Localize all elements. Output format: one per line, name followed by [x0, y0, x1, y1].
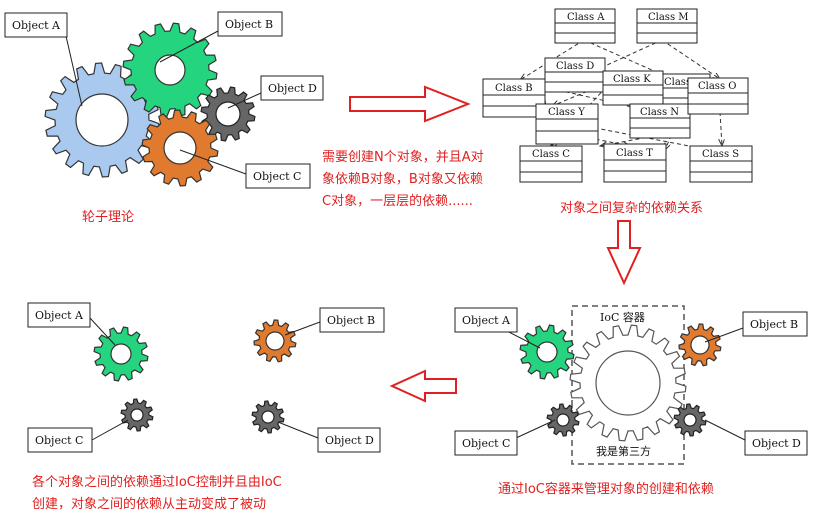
svg-text:Object D: Object D	[325, 434, 374, 447]
svg-text:Class S: Class S	[702, 149, 739, 160]
class-o-box: Class O	[687, 77, 749, 115]
svg-text:Class C: Class C	[532, 149, 570, 160]
class-m-box: Class M	[636, 8, 698, 44]
arrow-down	[606, 220, 642, 286]
object-d-label: Object D	[268, 82, 317, 95]
g4d-hole	[261, 410, 275, 424]
ioc-object-c-box: Object C	[454, 430, 518, 456]
g3ioc-hole	[595, 350, 661, 416]
svg-text:Class O: Class O	[698, 81, 736, 92]
panel-ioc-container: IoC 容器 我是第三方 Object A Object B Object C …	[454, 305, 808, 465]
decoupled-leader-lines	[89, 317, 321, 441]
gear-a-small	[93, 326, 149, 382]
svg-text:Class Y: Class Y	[548, 107, 585, 118]
g4b-hole	[265, 331, 285, 351]
svg-text:Class T: Class T	[616, 148, 653, 159]
decoupled-object-d-box: Object D	[317, 427, 381, 453]
ioc-leader-lines	[504, 327, 746, 441]
svg-text:Object B: Object B	[750, 318, 798, 331]
panel-class-dependencies: Class A Class M Class D Class E Class K …	[482, 8, 753, 183]
arrow-right	[349, 85, 471, 123]
caption-problem-line2: 象依赖B对象，B对象又依赖	[322, 172, 483, 187]
g1d-hole	[215, 101, 241, 127]
gear-c-small	[120, 398, 154, 432]
class-y-box: Class Y	[535, 103, 599, 145]
class-t-box: Class T	[603, 143, 667, 183]
decoupled-object-b-box: Object B	[319, 307, 385, 333]
ioc-title: IoC 容器	[600, 310, 645, 324]
ioc-object-d-box: Object D	[744, 430, 808, 456]
g3b-hole	[690, 335, 710, 355]
svg-text:Class M: Class M	[648, 12, 689, 23]
ioc-big-gear	[569, 324, 687, 442]
panel-decoupled: Object A Object B Object C Object D	[27, 302, 385, 453]
arrow-left	[389, 369, 457, 403]
g3d-hole	[683, 413, 697, 427]
svg-text:Class A: Class A	[567, 12, 605, 23]
decoupled-object-a-box: Object A	[27, 302, 91, 328]
gear-d-ioc	[673, 403, 707, 437]
svg-text:Class D: Class D	[556, 61, 594, 72]
caption-gear-theory: 轮子理论	[82, 210, 135, 225]
panel-gear-theory: Object A Object B Object D Object C	[4, 11, 324, 189]
class-k-box: Class K	[602, 70, 664, 106]
object-c-box: Object C	[245, 163, 311, 189]
caption-ioc-managed: 通过IoC容器来管理对象的创建和依赖	[498, 482, 714, 497]
svg-text:Object A: Object A	[462, 314, 511, 327]
caption-problem-line1: 需要创建N个对象，并且A对	[322, 150, 484, 165]
gear-a-large	[44, 62, 160, 178]
object-b-box: Object B	[217, 11, 283, 37]
g3c-hole	[556, 413, 570, 427]
class-s-box: Class S	[689, 145, 753, 183]
g3a-hole	[536, 341, 558, 363]
object-c-label: Object C	[253, 170, 301, 183]
caption-complex-deps: 对象之间复杂的依赖关系	[560, 201, 704, 216]
object-a-label: Object A	[12, 19, 61, 32]
gear-a-ioc	[519, 324, 575, 380]
caption-result-line1: 各个对象之间的依赖通过IoC控制并且由IoC	[32, 475, 282, 490]
svg-text:Object D: Object D	[752, 437, 801, 450]
class-a-box: Class A	[554, 8, 616, 44]
g4c-hole	[130, 408, 144, 422]
svg-text:Class N: Class N	[640, 107, 679, 118]
svg-text:Class E: Class E	[664, 77, 702, 88]
class-b-box: Class B	[482, 78, 546, 118]
svg-text:Object C: Object C	[35, 434, 83, 447]
caption-result-line2: 创建，对象之间的依赖从主动变成了被动	[32, 497, 267, 512]
svg-text:Class B: Class B	[495, 83, 533, 94]
ioc-container-border	[571, 305, 685, 465]
svg-text:Object A: Object A	[35, 309, 84, 322]
ioc-object-a-box: Object A	[454, 307, 518, 333]
ioc-third-party: 我是第三方	[596, 444, 651, 458]
object-b-label: Object B	[225, 18, 273, 31]
gear-b-small	[253, 319, 297, 363]
class-c-box: Class C	[519, 145, 583, 183]
svg-text:Object B: Object B	[327, 314, 375, 327]
object-a-box: Object A	[4, 12, 68, 38]
decoupled-object-c-box: Object C	[27, 427, 93, 453]
gear-d-small	[251, 400, 285, 434]
gear-c-ioc	[546, 403, 580, 437]
gear-d-large	[200, 86, 256, 142]
object-d-box: Object D	[260, 75, 324, 101]
class-d-box: Class D	[544, 57, 606, 93]
leader-lines	[65, 30, 262, 175]
caption-problem-line3: C对象，一层层的依赖......	[322, 194, 473, 209]
g4a-hole	[110, 343, 132, 365]
class-n-box: Class N	[629, 103, 691, 139]
g1a-hole	[75, 93, 129, 147]
g1b-hole	[154, 54, 186, 86]
svg-text:Class K: Class K	[613, 74, 651, 85]
gear-b-large	[122, 22, 218, 118]
gear-c-large	[141, 109, 219, 187]
g1c-hole	[163, 131, 197, 165]
svg-text:Object C: Object C	[462, 437, 510, 450]
gear-b-ioc	[678, 323, 722, 367]
ioc-object-b-box: Object B	[742, 311, 808, 337]
